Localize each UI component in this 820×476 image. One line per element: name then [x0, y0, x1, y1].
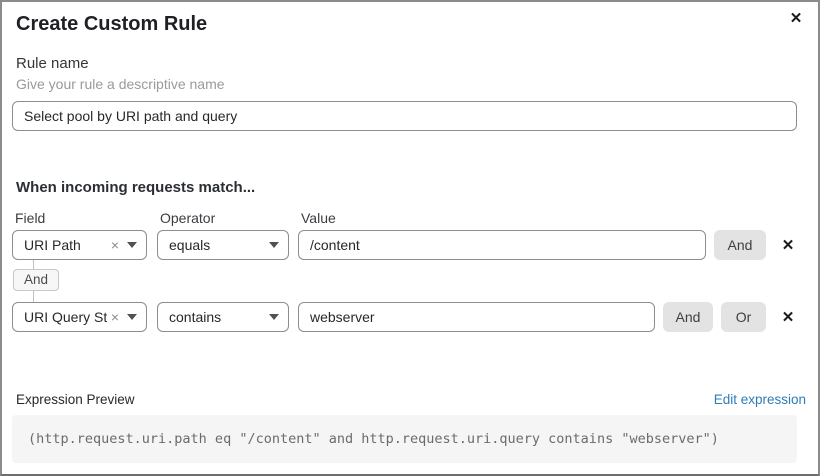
remove-row-icon[interactable]: ✕	[779, 230, 797, 260]
operator-column-label: Operator	[160, 210, 216, 226]
clear-selection-icon[interactable]: ×	[110, 237, 119, 253]
matcher-column-headers: Field Operator Value	[12, 210, 797, 226]
rule-condition-row: URI Path × equals And ✕	[12, 230, 797, 260]
add-or-condition-button[interactable]: Or	[721, 302, 766, 332]
remove-row-icon[interactable]: ✕	[779, 302, 797, 332]
edit-expression-link[interactable]: Edit expression	[713, 392, 806, 407]
add-and-condition-button[interactable]: And	[663, 302, 713, 332]
chevron-down-icon	[127, 242, 137, 248]
field-select[interactable]: URI Path ×	[12, 230, 147, 260]
rule-name-input[interactable]	[12, 101, 797, 131]
clear-selection-icon[interactable]: ×	[110, 309, 119, 325]
operator-select[interactable]: equals	[157, 230, 289, 260]
expression-preview-code: (http.request.uri.path eq "/content" and…	[12, 415, 797, 463]
page-title: Create Custom Rule	[16, 13, 208, 35]
chevron-down-icon	[269, 242, 279, 248]
logic-connector: And	[12, 260, 797, 302]
operator-select[interactable]: contains	[157, 302, 289, 332]
chevron-down-icon	[127, 314, 137, 320]
chevron-down-icon	[269, 314, 279, 320]
field-select[interactable]: URI Query St... ×	[12, 302, 147, 332]
field-select-value: URI Path	[24, 237, 81, 253]
operator-select-value: equals	[169, 237, 211, 253]
expression-preview-label: Expression Preview	[16, 392, 135, 407]
connector-and-chip[interactable]: And	[13, 269, 60, 291]
rule-name-label: Rule name	[16, 55, 89, 72]
operator-select-value: contains	[169, 309, 222, 325]
match-section-heading: When incoming requests match...	[16, 179, 256, 196]
close-icon[interactable]: ✕	[785, 8, 807, 30]
value-input[interactable]	[298, 302, 655, 332]
connector-line	[33, 260, 34, 269]
rule-name-hint: Give your rule a descriptive name	[16, 76, 225, 92]
value-input[interactable]	[298, 230, 706, 260]
value-column-label: Value	[301, 210, 336, 226]
add-and-condition-button[interactable]: And	[714, 230, 766, 260]
field-column-label: Field	[15, 210, 46, 226]
field-select-value: URI Query St...	[24, 309, 107, 325]
rule-condition-row: URI Query St... × contains And Or ✕	[12, 302, 797, 332]
connector-line	[33, 291, 34, 302]
